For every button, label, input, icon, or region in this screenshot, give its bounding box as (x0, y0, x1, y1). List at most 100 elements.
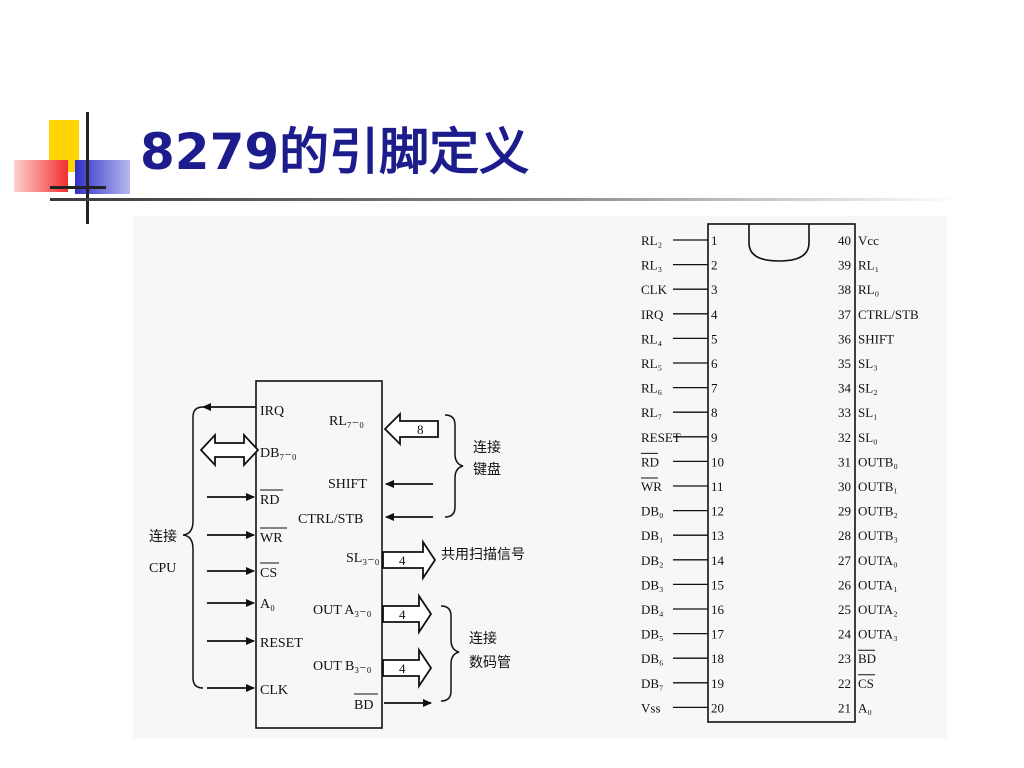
keyboard-brace (444, 414, 464, 518)
pin-number-39: 39 (838, 258, 851, 273)
pin-name-28: OUTB₃ (858, 528, 898, 543)
pin-number-11: 11 (711, 479, 724, 494)
pin-name-36: SHIFT (858, 331, 894, 346)
title-underline (50, 198, 960, 201)
pin-number-27: 27 (838, 553, 852, 568)
pin-name-3: CLK (641, 282, 668, 297)
chip-block (255, 380, 383, 729)
scan-label: 共用扫描信号 (441, 547, 525, 563)
pin-number-28: 28 (838, 528, 851, 543)
pin-number-20: 20 (711, 700, 724, 715)
pin-number-7: 7 (711, 381, 718, 396)
pin-name-25: OUTA₂ (858, 602, 898, 617)
outb-bus-arrow (382, 647, 433, 689)
pin-number-36: 36 (838, 331, 852, 346)
block-pin-irq: IRQ (260, 404, 284, 419)
block-pin-rl: RL₇₋₀ (329, 414, 364, 429)
pin-number-8: 8 (711, 405, 718, 420)
block-pin-clk: CLK (260, 683, 288, 698)
pin-number-31: 31 (838, 454, 851, 469)
pin-number-23: 23 (838, 651, 851, 666)
pin-name-14: DB₂ (641, 553, 664, 568)
cpu-label-1: 连接 (149, 528, 177, 545)
cpu-label-2: CPU (149, 561, 176, 576)
rl-bus-width: 8 (417, 422, 424, 437)
pin-number-5: 5 (711, 331, 718, 346)
pin-number-30: 30 (838, 479, 851, 494)
pin-number-24: 24 (838, 627, 852, 642)
pin-number-3: 3 (711, 282, 718, 297)
pin-definition-figure: 连接 CPU IRQ DB₇₋₀ RD WR CS A₀ RESET CLK R… (133, 216, 947, 738)
outb-bus-width: 4 (399, 661, 406, 676)
block-diagram: 连接 CPU IRQ DB₇₋₀ RD WR CS A₀ RESET CLK R… (149, 380, 525, 729)
pin-name-31: OUTB₀ (858, 454, 898, 469)
display-brace (440, 605, 460, 702)
pin-number-37: 37 (838, 307, 852, 322)
pin-name-11: WR (641, 479, 662, 494)
pin-name-32: SL₀ (858, 430, 878, 445)
block-pin-outa: OUT A₃₋₀ (313, 603, 372, 618)
pin-name-15: DB₃ (641, 577, 664, 592)
pin-number-33: 33 (838, 405, 851, 420)
pin-name-40: Vcc (858, 233, 879, 248)
pin-number-38: 38 (838, 282, 851, 297)
outa-bus-arrow (382, 593, 433, 635)
pin-name-19: DB₇ (641, 676, 664, 691)
block-pin-wr: WR (260, 531, 283, 546)
pin-number-26: 26 (838, 577, 852, 592)
pin-name-39: RL₁ (858, 258, 879, 273)
db-bus-arrow (199, 432, 260, 468)
pin-number-15: 15 (711, 577, 724, 592)
pin-name-1: RL₂ (641, 233, 662, 248)
block-pin-outb: OUT B₃₋₀ (313, 659, 372, 674)
pin1-notch (748, 224, 810, 262)
pin-name-7: RL₆ (641, 381, 662, 396)
pin-number-21: 21 (838, 700, 851, 715)
rl-bus-arrow (383, 411, 439, 447)
pin-name-29: OUTB₂ (858, 504, 898, 519)
pin-name-12: DB₀ (641, 504, 664, 519)
pin-name-2: RL₃ (641, 258, 662, 273)
pin-name-9: RESET (641, 430, 681, 445)
block-pin-ctrlstb: CTRL/STB (298, 512, 363, 527)
pin-name-8: RL₇ (641, 405, 662, 420)
pin-name-21: A₀ (858, 700, 872, 715)
block-pin-sl: SL₃₋₀ (346, 551, 380, 566)
pin-number-1: 1 (711, 233, 718, 248)
pin-number-14: 14 (711, 553, 725, 568)
dip-package (707, 223, 856, 723)
pin-name-35: SL₃ (858, 356, 878, 371)
pin-number-9: 9 (711, 430, 718, 445)
pin-number-12: 12 (711, 504, 724, 519)
pin-name-6: RL₅ (641, 356, 662, 371)
pin-name-18: DB₆ (641, 651, 664, 666)
display-label-2: 数码管 (469, 655, 511, 671)
pin-number-17: 17 (711, 627, 725, 642)
sl-bus-arrow (382, 539, 437, 581)
pin-number-25: 25 (838, 602, 851, 617)
pin-name-33: SL₁ (858, 405, 878, 420)
display-label-1: 连接 (469, 630, 497, 647)
pin-name-5: RL₄ (641, 331, 663, 346)
pin-name-37: CTRL/STB (858, 307, 919, 322)
cpu-brace (182, 406, 204, 689)
block-pin-shift: SHIFT (328, 477, 367, 492)
pin-name-20: Vss (641, 700, 661, 715)
pin-name-16: DB₄ (641, 602, 664, 617)
pin-name-38: RL₀ (858, 282, 879, 297)
pin-number-19: 19 (711, 676, 724, 691)
outa-bus-width: 4 (399, 607, 406, 622)
pin-name-10: RD (641, 454, 659, 469)
pin-name-30: OUTB₁ (858, 479, 898, 494)
pin-number-6: 6 (711, 356, 718, 371)
block-pin-db: DB₇₋₀ (260, 446, 297, 461)
pin-number-32: 32 (838, 430, 851, 445)
pin-number-2: 2 (711, 258, 718, 273)
pin-number-40: 40 (838, 233, 851, 248)
pin-name-23: BD (858, 651, 876, 666)
block-pin-cs: CS (260, 566, 277, 581)
pin-name-34: SL₂ (858, 381, 878, 396)
keyboard-label-1: 连接 (473, 439, 501, 456)
pin-number-29: 29 (838, 504, 851, 519)
